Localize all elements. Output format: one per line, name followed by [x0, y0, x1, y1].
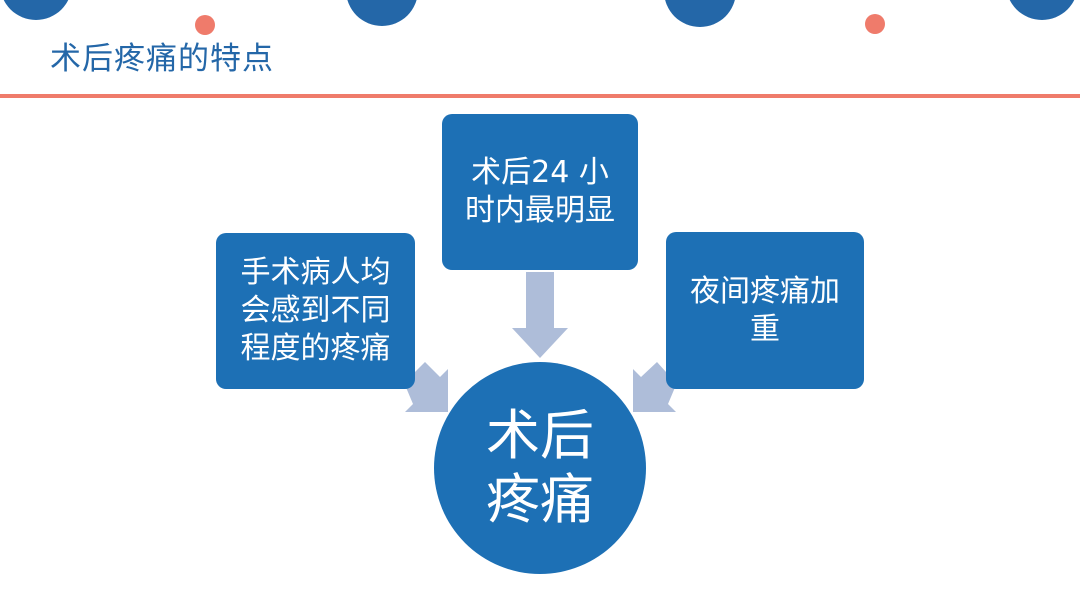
title-divider [0, 94, 1080, 98]
slide-title: 术后疼痛的特点 [50, 41, 274, 77]
decor-dot [195, 15, 215, 35]
arrow-left [405, 362, 448, 412]
decor-dot [865, 14, 885, 34]
decor-circle [1006, 0, 1078, 20]
arrow-top [512, 272, 568, 358]
box-pain-all-patients: 手术病人均 会感到不同 程度的疼痛 [216, 233, 415, 389]
arrow-right [633, 362, 676, 412]
center-circle-postop-pain: 术后 疼痛 [434, 362, 646, 574]
box-pain-first-24h: 术后24 小 时内最明显 [442, 114, 638, 270]
box-pain-night: 夜间疼痛加 重 [666, 232, 864, 389]
decor-circle [0, 0, 72, 20]
